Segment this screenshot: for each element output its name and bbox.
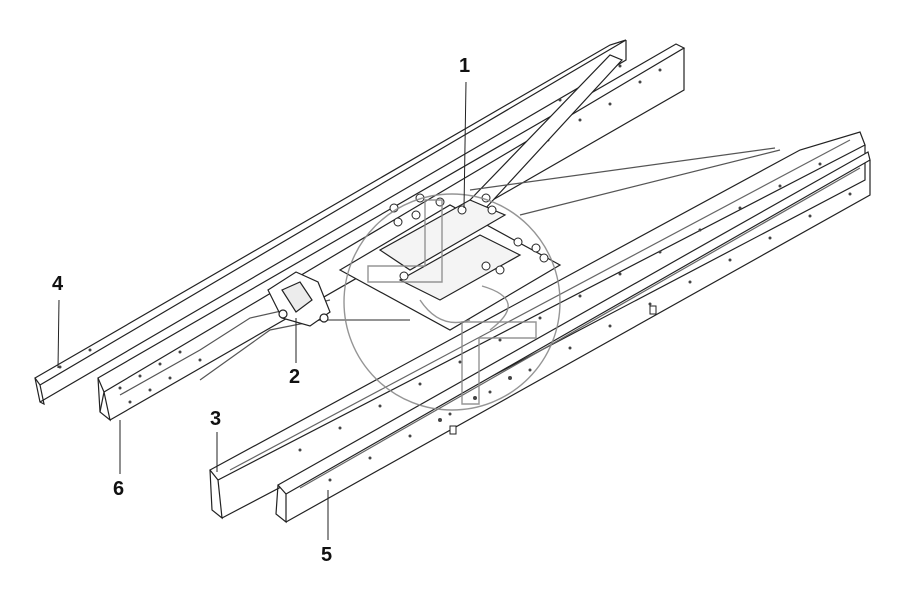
frame-fittings (449, 305, 657, 435)
callout-3: 3 (210, 408, 221, 472)
right-rail-holes (298, 162, 852, 482)
callout-6: 6 (113, 420, 124, 500)
callout-label-2: 2 (289, 366, 300, 388)
callout-1: 1 (459, 55, 470, 209)
callout-label-3: 3 (210, 408, 221, 430)
callout-label-5: 5 (321, 544, 332, 566)
callout-5: 5 (321, 490, 332, 566)
callout-2: 2 (289, 318, 300, 388)
bolt-group (389, 193, 549, 281)
callout-label-4: 4 (52, 273, 64, 295)
right-frame-rail (209, 131, 871, 524)
spring-bracket (267, 271, 331, 327)
callout-label-1: 1 (459, 55, 470, 77)
callout-label-6: 6 (113, 478, 124, 500)
circular-logo-watermark (343, 193, 561, 411)
left-rail-holes (58, 64, 662, 404)
callout-4: 4 (52, 273, 64, 369)
